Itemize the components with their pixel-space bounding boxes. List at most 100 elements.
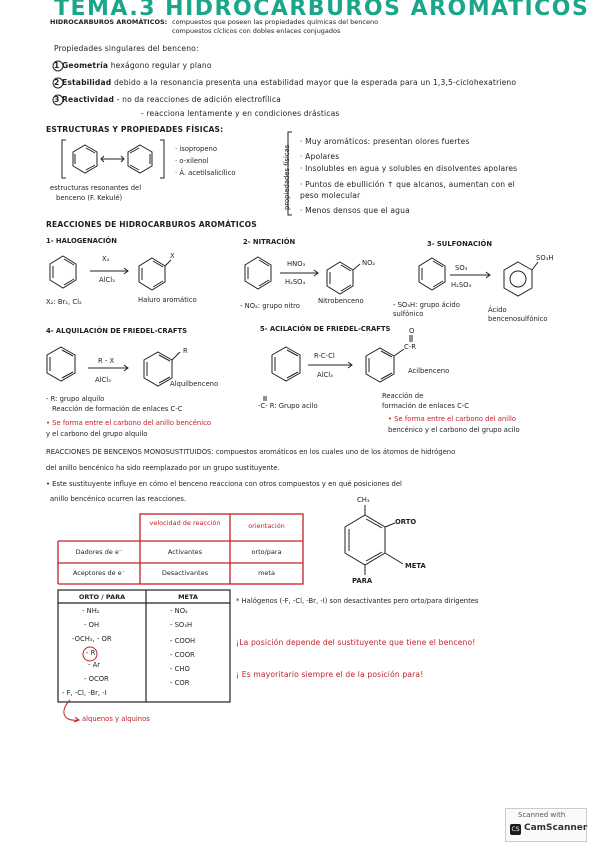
propiedad-1-label: Geometría [62,61,109,70]
op-item-5: - Ar [88,661,101,669]
r4-substituent: R [183,347,188,355]
tabla2-footnote: alquenos y alquinos [82,715,150,723]
r4-product: Alquilbenceno [170,380,219,388]
r2-reagent-bottom: H₂SO₄ [285,278,306,286]
mono-line-1: REACCIONES DE BENCENOS MONOSUSTITUIDOS: … [46,448,456,456]
r2-product: Nitrobenceno [318,297,364,305]
tabla1-row2-orientacion: meta [258,569,275,577]
fisica-prop-5: peso molecular [300,191,361,200]
r5-note-3: • Se forma entre el carbono del anillo [388,415,517,423]
r4-note-1: - R: grupo alquilo [46,395,105,403]
fisica-prop-2: · Apolares [300,152,340,161]
props-side-label: propiedades físicas [283,144,291,210]
propiedad-3b-text: - reacciona lentamente y en condiciones … [141,109,340,118]
op-item-1: - NH₂ [82,607,100,615]
r5-group: -C- R: Grupo acilo [258,402,318,410]
r5-reagent-bottom: AlCl₃ [317,371,333,379]
r5-title: 5- ACILACIÓN DE FRIEDEL-CRAFTS [260,325,391,333]
r5-note-1: Reacción de [382,392,424,400]
r3-reagent-bottom: H₂SO₄ [451,281,472,289]
propiedades-heading: Propiedades singulares del benceno: [54,44,199,53]
r1-product-ring [138,257,166,291]
nota-importante: ¡La posición depende del sustituyente qu… [236,638,476,647]
propiedad-3: 3 Reactividad - no da reacciones de adic… [54,95,281,104]
meta-item-6: - COR [170,679,190,687]
r1-reagent-top: X₂ [102,255,110,263]
fisica-prop-6: · Menos densos que el agua [300,206,410,215]
tabla1-header-orientacion: orientación [248,522,285,530]
tabla2-header-ortopara: ORTO / PARA [78,593,126,601]
tabla1-row2-label: Aceptores de e⁻ [72,569,126,577]
op-item-4: - R [86,649,96,657]
r3-benzene [418,257,446,291]
r2-note: - NO₂: grupo nitro [240,302,300,310]
r2-reagent-top: HNO₃ [287,260,306,268]
intro-label: HIDROCARBUROS AROMÁTICOS: [50,18,168,26]
tabla1-row1-orientacion: orto/para [251,548,282,556]
pos-para: PARA [352,577,373,585]
nota-halogenos: * Halógenos (-F, -Cl, -Br, -I) son desac… [236,597,479,605]
r5-reagent-top: R-C-Cl [314,352,335,360]
bracket-left [61,139,66,179]
tabla1-row2-velocidad: Desactivantes [161,569,209,577]
pos-meta: META [405,562,426,570]
propiedad-1-text: hexágono regular y plano [110,61,212,70]
r4-note-4: y el carbono del grupo alquilo [46,430,148,438]
benzene-kekule-2 [127,144,153,174]
propiedad-2-label: Estabilidad [62,78,112,87]
page-title: TEMA.3 HIDROCARBUROS AROMÁTICOS [54,0,590,21]
mono-line-3: • Este sustituyente influye en cómo el b… [46,480,402,488]
compound-name-3: · Á. acetilsalicílico [175,169,236,177]
r3-title: 3- SULFONACIÓN [427,240,493,248]
r1-substituent: X [170,252,175,260]
r4-note-3: • Se forma entre el carbono del anillo b… [46,419,211,427]
propiedad-1: 1 Geometría hexágono regular y plano [54,61,212,70]
pos-top-group: CH₃ [357,496,370,504]
propiedad-2: 2 Estabilidad debido a la resonancia pre… [54,78,516,87]
r5-acyl-o: O [409,327,415,335]
mono-line-4: anillo bencénico ocurren las reacciones. [50,495,187,503]
resonance-caption-2: benceno (F. Kekulé) [56,194,123,202]
camscanner-logo-icon: CS [510,824,521,835]
r4-note-2: Reacción de formación de enlaces C-C [52,405,183,413]
propiedad-3-text: - no da reacciones de adición electrofíl… [116,95,281,104]
meta-item-3: - COOH [170,637,196,645]
r3-product: Ácido bencenosulfónico [488,306,548,323]
r2-title: 2- NITRACIÓN [243,238,296,246]
op-item-3: -OCH₃, - OR [72,635,112,643]
propiedad-3-label: Reactividad [62,95,115,104]
r5-acyl-r: C-R [404,343,416,351]
nota-mayoritario: ¡ Es mayoritario siempre el de la posici… [236,670,424,679]
resonance-caption-1: estructuras resonantes del [50,184,142,192]
propiedad-1-num: 1 [54,61,60,70]
r3-note: - SO₃H: grupo ácido sulfónico [393,301,460,318]
watermark-line-1: Scanned with [518,811,566,819]
op-item-6: - OCOR [84,675,109,683]
meta-item-5: - CHO [170,665,190,673]
mono-line-2: del anillo bencénico ha sido reemplazado… [46,464,280,472]
camscanner-watermark: Scanned with CS CamScanner [505,808,587,842]
watermark-line-2: CamScanner [524,823,588,833]
op-item-7: - F, -Cl, -Br, -I [62,689,107,697]
r4-reagent-bottom: AlCl₃ [95,376,111,384]
compound-name-2: · o-xilenol [175,157,209,165]
fisica-prop-1: · Muy aromáticos: presentan olores fuert… [300,137,470,146]
r2-substituent: NO₂ [362,259,376,267]
compound-name-1: · isopropeno [175,145,217,153]
r4-reagent-top: R - X [98,357,115,365]
r3-product-ring [503,261,533,297]
pos-orto: ORTO [395,518,417,526]
r1-note: X₂: Br₂, Cl₂ [46,298,82,306]
intro-line-1: compuestos que poseen las propiedades qu… [172,18,379,26]
reacciones-heading: REACCIONES DE HIDROCARBUROS AROMÁTICOS [46,220,257,229]
r4-title: 4- ALQUILACIÓN DE FRIEDEL-CRAFTS [46,327,188,335]
pos-benzene [344,514,386,566]
bracket-right [160,139,165,179]
r5-note-2: formación de enlaces C-C [382,402,470,410]
r1-benzene [49,255,77,289]
op-item-2: - OH [84,621,100,629]
r2-benzene [244,256,272,290]
r1-product: Haluro aromático [138,296,197,304]
r4-product-ring [143,351,173,387]
benzene-kekule-1 [72,144,98,174]
